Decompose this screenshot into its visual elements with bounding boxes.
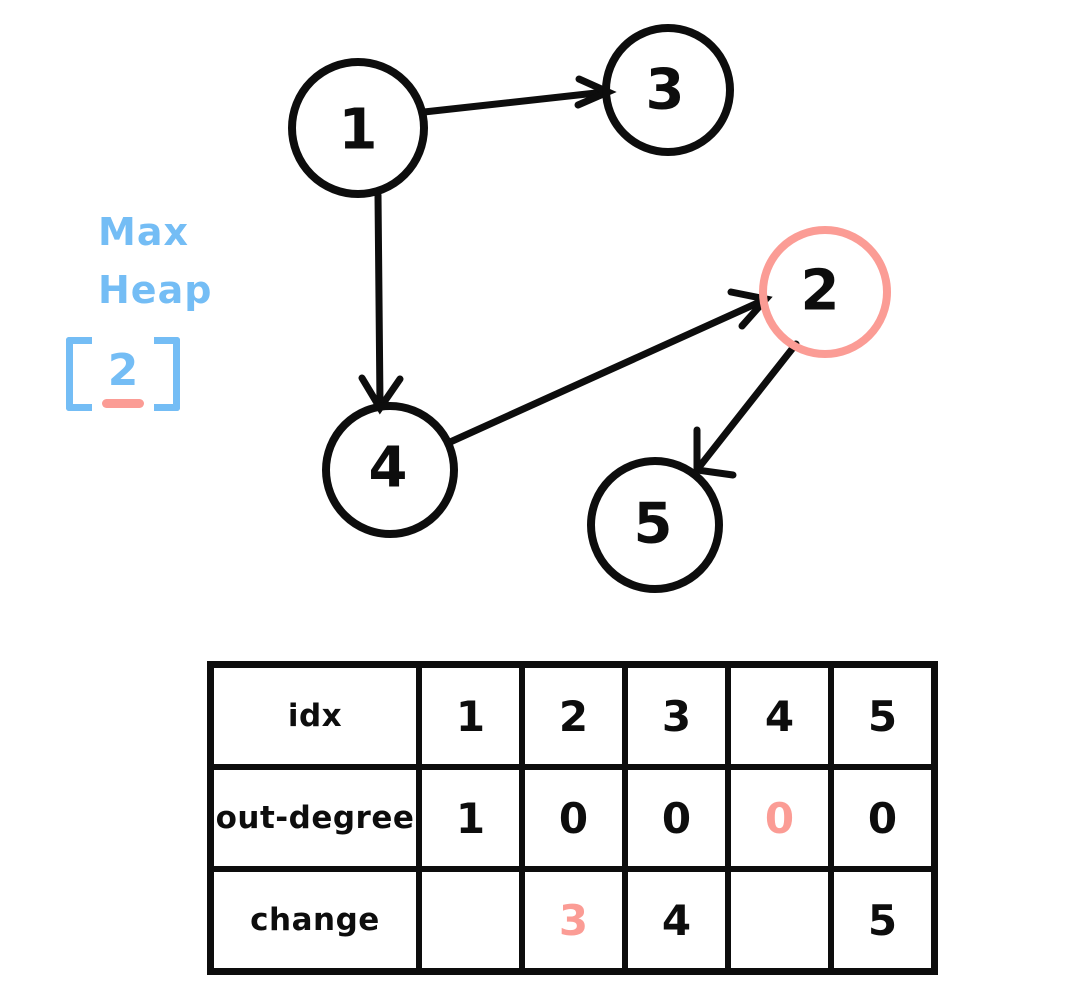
node-4-label: 4 <box>369 436 408 501</box>
node-1-label: 1 <box>339 98 378 163</box>
graph-node-1[interactable]: 1 <box>288 58 428 198</box>
node-3-circle <box>602 24 734 156</box>
heap-array-value: 2 <box>107 345 139 396</box>
graph-node-4[interactable]: 4 <box>322 402 458 538</box>
cell-out-degree-4: 0 <box>725 770 828 866</box>
cell-out-degree-1: 1 <box>416 770 519 866</box>
graph-node-3[interactable]: 3 <box>602 24 734 156</box>
cell-idx-5: 5 <box>828 668 931 764</box>
node-2-label: 2 <box>801 259 840 324</box>
node-5-label: 5 <box>634 492 673 557</box>
cell-out-degree-5: 0 <box>828 770 931 866</box>
edge-4-to-2 <box>444 288 773 447</box>
cell-idx-3: 3 <box>622 668 725 764</box>
bracket-open-icon <box>66 337 92 411</box>
edge-1-to-3 <box>420 75 617 116</box>
row-label-idx: idx <box>287 698 343 734</box>
graph-node-5[interactable]: 5 <box>587 457 723 593</box>
cell-change-4 <box>725 872 828 968</box>
table-row-idx: idx 1 2 3 4 5 <box>214 668 931 764</box>
row-label-change: change <box>250 902 380 938</box>
cell-change-2: 3 <box>519 872 622 968</box>
max-heap-label-line2: Heap <box>98 268 213 312</box>
node-1-circle <box>288 58 428 198</box>
table-row-out-degree: out-degree 1 0 0 0 0 <box>214 764 931 866</box>
table-row-change: change 3 4 5 <box>214 866 931 968</box>
edge-1-to-4 <box>358 191 404 415</box>
node-2-circle <box>759 226 891 358</box>
bracket-close-icon <box>154 337 180 411</box>
cell-out-degree-3: 0 <box>622 770 725 866</box>
row-label-out-degree: out-degree <box>215 800 415 836</box>
node-4-circle <box>322 402 458 538</box>
cell-idx-4: 4 <box>725 668 828 764</box>
node-3-label: 3 <box>646 58 685 123</box>
heap-value-underline <box>102 399 144 408</box>
edge-2-to-5 <box>693 340 800 479</box>
graph-node-2[interactable]: 2 <box>759 226 891 358</box>
heap-array-annotation: 2 <box>66 337 196 417</box>
node-5-circle <box>587 457 723 593</box>
cell-idx-1: 1 <box>416 668 519 764</box>
cell-change-1 <box>416 872 519 968</box>
cell-change-5: 5 <box>828 872 931 968</box>
cell-idx-2: 2 <box>519 668 622 764</box>
cell-out-degree-2: 0 <box>519 770 622 866</box>
out-degree-table: idx 1 2 3 4 5 out-degree 1 0 0 0 0 chang… <box>207 661 938 975</box>
cell-change-3: 4 <box>622 872 725 968</box>
max-heap-label-line1: Max <box>98 210 189 254</box>
